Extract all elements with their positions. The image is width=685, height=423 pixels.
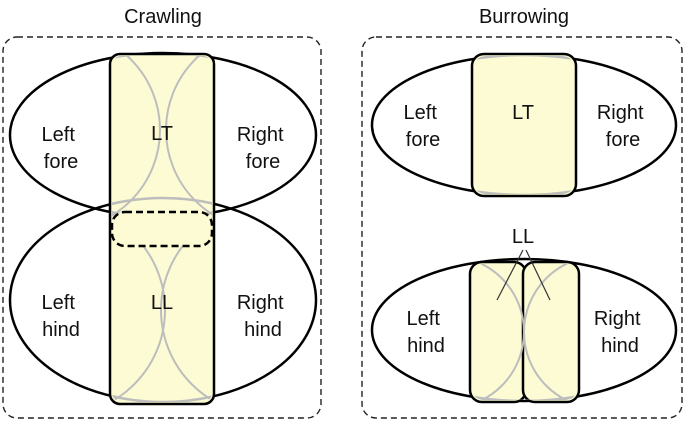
crawling-lt-label: LT (151, 123, 173, 145)
burrowing-inner-arc-right (523, 264, 577, 400)
crawling-inner-arc-right-top (165, 56, 212, 231)
crawling-overlap-region (110, 210, 214, 248)
crawling-inner-arc-left-bottom (112, 204, 166, 402)
burrowing-ll-right-segment (521, 260, 581, 404)
crawling-hind-arc-overlay (112, 196, 212, 402)
crawling-inner-arc-left-top (112, 56, 161, 231)
burrowing-title: Burrowing (479, 6, 569, 28)
crawling-title: Crawling (124, 6, 202, 28)
burrowing-ll-pointer-right (525, 249, 551, 301)
burrowing-left-fore-label: Left fore (404, 102, 443, 151)
crawling-inner-arc-right-bottom (160, 204, 212, 402)
crawling-right-fore-label: Right fore (237, 124, 289, 173)
burrowing-left-hind-label: Left hind (407, 308, 446, 357)
crawling-left-fore-label: Left fore (42, 124, 81, 173)
burrowing-panel: Burrowing Left fore Right fore Left hind… (361, 6, 683, 419)
burrowing-lt-label: LT (512, 102, 534, 124)
crawling-left-hind-label: Left hind (42, 292, 81, 341)
burrowing-frame (361, 36, 683, 419)
crawling-frame (2, 36, 322, 419)
burrowing-right-hind-label: Right hind (594, 308, 646, 357)
burrowing-ll-pointer-left (496, 249, 524, 301)
burrowing-right-fore-label: Right fore (597, 102, 649, 151)
burrowing-lt-body (470, 52, 578, 198)
crawling-panel: Crawling Left fore Right fore Left hind … (2, 6, 322, 419)
burrowing-hind-limbs-outline (370, 257, 678, 403)
burrowing-ll-label: LL (512, 226, 534, 248)
burrowing-ll-left-segment (468, 260, 528, 404)
crawling-ll-label: LL (151, 292, 173, 314)
crawling-right-hind-label: Right hind (237, 292, 289, 341)
